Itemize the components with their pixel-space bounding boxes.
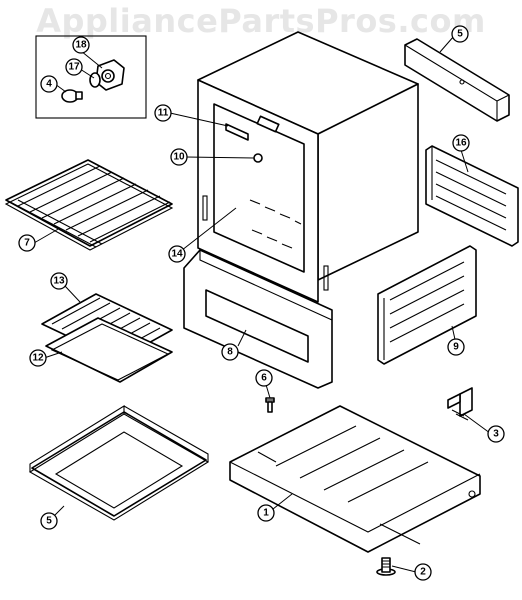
callout-label: 7 [24,238,30,249]
kick-panel-part [183,249,333,389]
callout-5-drawer: 5 [40,512,58,530]
callout-label: 1 [263,508,269,519]
light-assembly-inset [35,35,147,119]
callout-label: 16 [455,138,467,149]
callout-label: 13 [53,276,65,287]
side-panel-part [377,245,477,365]
callout-label: 17 [68,62,80,73]
callout-label: 6 [261,373,267,384]
drawer-part [28,405,210,521]
callout-3: 3 [487,425,505,443]
callout-label: 11 [158,108,169,119]
callout-13: 13 [50,272,68,290]
callout-label: 3 [493,429,499,440]
callout-2: 2 [414,563,432,581]
callout-8: 8 [221,343,239,361]
bracket-part [447,387,473,421]
callout-label: 8 [227,347,233,358]
callout-10: 10 [170,148,188,166]
callout-leaders [33,35,495,573]
callout-label: 18 [75,40,87,51]
callout-label: 4 [46,79,52,90]
oven-rack-part [4,159,174,251]
callout-label: 10 [173,152,185,163]
oven-cavity-part [197,31,419,303]
callout-9: 9 [447,338,465,356]
site-watermark: AppliancePartsPros.com [36,2,486,40]
callout-4: 4 [40,75,58,93]
callout-label: 5 [46,516,52,527]
screw-part [265,397,275,413]
callout-1: 1 [257,504,275,522]
callout-17: 17 [65,58,83,76]
callout-14: 14 [168,245,186,263]
callout-label: 9 [453,342,459,353]
broiler-pan-part [41,293,173,383]
vent-trim-part [404,38,510,122]
rear-panel-part [425,145,519,247]
callout-5-top: 5 [451,25,469,43]
callout-label: 14 [171,249,183,260]
callout-label: 12 [32,353,44,364]
callout-16: 16 [452,134,470,152]
callout-label: 5 [457,29,463,40]
leveling-leg-part [376,557,396,576]
oven-base-part [229,405,481,553]
callout-6: 6 [255,369,273,387]
callout-label: 2 [420,567,426,578]
callout-11: 11 [154,104,172,122]
callout-12: 12 [29,349,47,367]
callout-7: 7 [18,234,36,252]
callout-18: 18 [72,36,90,54]
